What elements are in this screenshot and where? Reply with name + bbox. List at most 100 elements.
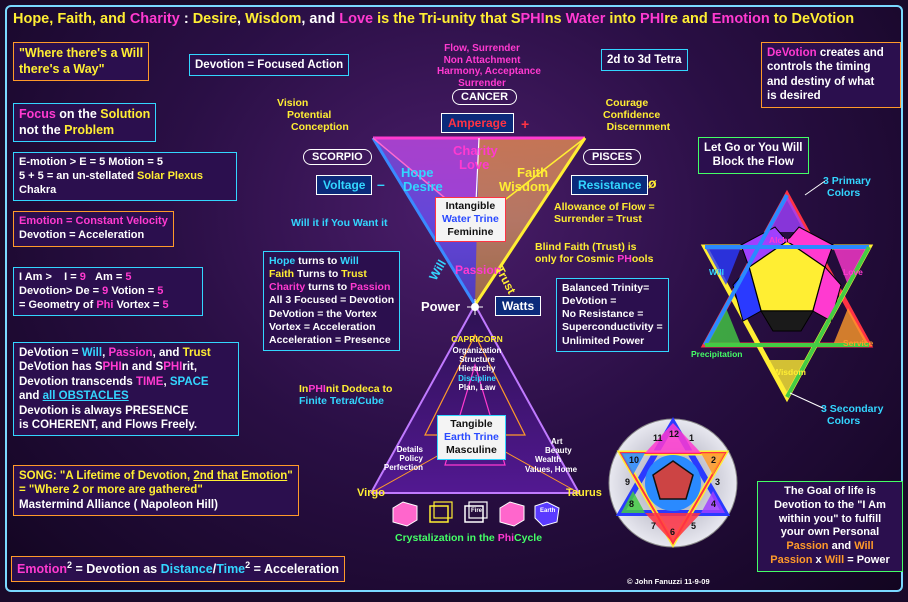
passion-word-2: Passion <box>350 281 391 294</box>
details-line-1: Details <box>396 445 423 454</box>
courage-line-3: Discernment <box>606 121 671 134</box>
secondary-line-1: 3 Secondary <box>821 403 884 415</box>
vision-line-3: Conception <box>291 121 349 134</box>
devotion-creates-rest: creates and <box>816 47 884 59</box>
primary-pointer <box>804 180 826 196</box>
watts-label: Watts <box>495 296 542 316</box>
formula-acceleration: = Acceleration <box>250 562 339 577</box>
primary-colors-label: 3 Primary Colors <box>823 175 871 199</box>
turns-to-2: Turns to <box>294 268 342 281</box>
turns-to-3: turns to <box>305 281 351 294</box>
goal-and: and <box>828 540 855 552</box>
devotion-creates-word: DeVotion <box>767 47 817 59</box>
focus-not: not the <box>19 122 65 137</box>
will-way-line-1: "Where there's a Will <box>19 46 144 60</box>
earth-trine-text: Earth Trine <box>444 431 499 444</box>
devotion-creates-line-3: and destiny of what <box>767 75 875 88</box>
devotion-creates-line-2: controls the timing <box>767 61 871 74</box>
ph-word: PH <box>617 253 632 266</box>
goal-box: The Goal of life is Devotion to the "I A… <box>757 481 903 572</box>
art-line-1: Art <box>551 437 563 446</box>
comma-2: , <box>163 375 170 388</box>
ools-word: ools <box>631 253 654 266</box>
title-part: Charity <box>129 11 180 27</box>
wheel-num-2: 2 <box>711 455 717 465</box>
flow-line-4: Surrender <box>458 77 506 89</box>
capricorn-sub-4: Discipline <box>458 373 496 383</box>
formula-emotion: Emotion <box>17 562 67 577</box>
balanced-line-4: Superconductivity = <box>562 321 663 334</box>
trust-word-2: Trust <box>341 268 367 281</box>
goal-power: = Power <box>844 553 890 566</box>
power-label: Power <box>421 299 461 314</box>
service-label: Service <box>843 338 874 348</box>
title-part: Emotion <box>711 11 770 27</box>
will-way-line-2: there's a Way" <box>19 61 105 76</box>
let-go-line-2: Block the Flow <box>712 156 794 169</box>
wheel-num-10: 10 <box>629 455 640 465</box>
phi-2: PHI <box>163 361 183 374</box>
star-wisdom-label: Wisdom <box>773 367 806 377</box>
title-part: Wisdom <box>245 11 302 27</box>
song-box: SONG: "A Lifetime of Devotion, 2nd that … <box>13 465 299 517</box>
let-go-line-1: Let Go or You Will <box>704 142 803 154</box>
acceleration-presence: Acceleration = Presence <box>269 333 391 346</box>
inphinit-rest: nit Dodeca to <box>325 383 393 395</box>
crystal-cycle: Cycle <box>514 532 543 544</box>
charity-label: Charity <box>453 143 498 158</box>
goal-line-4: your own Personal <box>780 526 880 539</box>
balanced-line-1: Balanced Trinity= <box>562 282 650 294</box>
capricorn-sub-5: Plan, Law <box>458 382 496 392</box>
goal-times: x <box>812 553 825 566</box>
formula-box: Emotion2 = Devotion as Distance/Time2 = … <box>11 556 345 582</box>
secondary-line-2: Colors <box>827 415 861 428</box>
flow-list: Flow, Surrender Non Attachment Harmony, … <box>437 43 541 89</box>
problem-word: Problem <box>64 122 115 137</box>
title-part: re and <box>664 11 712 27</box>
zodiac-wheel <box>608 417 738 548</box>
vortex-label: Vortex = <box>113 298 163 311</box>
art-line-2: Beauty <box>545 446 572 456</box>
title-part: to DeVotion <box>769 11 855 27</box>
title-part: Faith <box>57 11 92 27</box>
goal-will: Will <box>854 540 874 552</box>
velocity-line-2: Devotion = Acceleration <box>19 228 145 241</box>
formula-sup-1: 2 <box>67 560 73 570</box>
title-part: PHI <box>520 11 545 27</box>
inphinit-in: In <box>299 383 309 395</box>
earth-label: Earth <box>540 508 556 514</box>
details-line-2: Policy <box>399 454 423 464</box>
tetra-box: 2d to 3d Tetra <box>601 49 688 72</box>
geometry-label: = Geometry of <box>19 298 97 311</box>
finite-tetra-text: Finite Tetra/Cube <box>299 395 384 408</box>
cancer-label: CANCER <box>452 89 518 105</box>
phi-1: PHI <box>102 361 122 374</box>
inphinit-text: InPHInit Dodeca to Finite Tetra/Cube <box>299 383 392 407</box>
wheel-num-3: 3 <box>715 477 721 487</box>
virgo-label: Virgo <box>357 487 385 499</box>
blind-faith-line-2: only for Cosmic <box>535 253 618 266</box>
faith-label: Faith <box>517 165 549 180</box>
intangible-box: Intangible Water Trine Feminine <box>435 197 506 243</box>
tangible-box: Tangible Earth Trine Masculine <box>437 415 506 461</box>
voltage-label: Voltage <box>316 175 373 195</box>
velocity-line-1: Emotion = Constant Velocity <box>19 215 168 227</box>
devotion-eq: DeVotion = <box>19 347 82 359</box>
wheel-num-8: 8 <box>629 499 635 509</box>
vision-list: Vision Potential Conception <box>277 97 349 133</box>
wheel-num-1: 1 <box>689 433 695 443</box>
balanced-line-2: DeVotion = <box>562 295 617 308</box>
formula-distance: Distance <box>160 562 213 577</box>
votion-value: 5 <box>157 284 164 297</box>
crystal-phi: Phi <box>497 532 515 544</box>
wheel-num-6: 6 <box>670 527 676 537</box>
details-list: Details Policy Perfection <box>379 445 423 473</box>
phi-word: Phi <box>96 298 114 311</box>
focus-connector: on the <box>55 107 101 121</box>
crystal-text: Crystalization in the <box>395 532 498 544</box>
fire-label: Fire <box>471 508 483 514</box>
title-part: Love <box>339 11 374 27</box>
title-part: , and <box>301 11 340 27</box>
amperage-label: Amperage <box>441 113 514 133</box>
passion-label: Passion <box>455 263 502 277</box>
